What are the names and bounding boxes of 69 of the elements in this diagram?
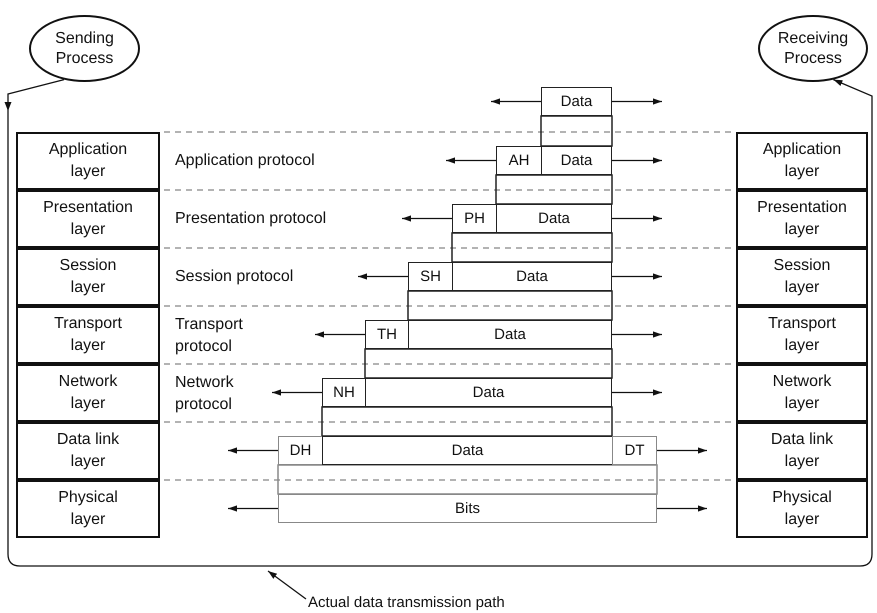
header-cell: AH (496, 146, 542, 175)
direction-arrow (228, 447, 278, 454)
transmission-path-arrow (4, 78, 873, 567)
node-text: Transport layer (767, 314, 837, 356)
node-text: Application layer (48, 140, 128, 182)
node-text: Data link layer (770, 430, 834, 472)
data-cell: Data (365, 378, 612, 407)
direction-arrow (228, 505, 278, 512)
header-cell: TH (365, 320, 409, 349)
direction-arrow (612, 331, 662, 338)
bits-cell: Bits (278, 494, 657, 523)
direction-arrow (612, 389, 662, 396)
direction-arrow (315, 331, 365, 338)
layer-box (736, 248, 868, 306)
direction-arrow (272, 389, 322, 396)
data-cell: Data (496, 204, 612, 233)
layer-box (736, 132, 868, 190)
layer-box (16, 190, 160, 248)
leader-arrow (268, 570, 306, 600)
layer-box (16, 132, 160, 190)
node-text: Data link layer (56, 430, 120, 472)
node-text: Physical layer (57, 488, 119, 530)
direction-arrow (358, 273, 408, 280)
layer-box (16, 364, 160, 422)
protocol-label: Session protocol (175, 267, 294, 287)
data-cell: Data (408, 320, 612, 349)
direction-arrow (612, 98, 662, 105)
node-text: Receiving Process (776, 28, 850, 68)
layer-box (16, 248, 160, 306)
node-text: Network layer (58, 372, 118, 414)
direction-arrow (446, 157, 496, 164)
caption-text: Actual data transmission path (308, 591, 558, 613)
layer-box (16, 422, 160, 480)
direction-arrow (657, 447, 707, 454)
node-text: Physical layer (771, 488, 833, 530)
layer-box (736, 364, 868, 422)
header-cell: NH (322, 378, 366, 407)
layer-box (16, 480, 160, 538)
trailer-cell: DT (612, 436, 657, 465)
layer-box (16, 306, 160, 364)
protocol-label: Presentation protocol (175, 209, 328, 229)
data-cell: Data (452, 262, 612, 291)
layer-box (736, 190, 868, 248)
node-text: Sending Process (54, 28, 115, 68)
layer-box (736, 306, 868, 364)
direction-arrow (491, 98, 541, 105)
direction-arrow (657, 505, 707, 512)
node-text: Session layer (772, 256, 832, 298)
data-cell: Data (541, 146, 612, 175)
layer-box (736, 422, 868, 480)
header-cell: SH (408, 262, 453, 291)
node-text: Network layer (772, 372, 832, 414)
protocol-label: Transport protocol (175, 315, 244, 357)
node-text: Presentation layer (42, 198, 134, 240)
direction-arrow (612, 157, 662, 164)
header-cell: DH (278, 436, 323, 465)
node-text: Presentation layer (756, 198, 848, 240)
protocol-label: Application protocol (175, 151, 316, 171)
layer-box (736, 480, 868, 538)
node-text: Application layer (762, 140, 842, 182)
direction-arrow (402, 215, 452, 222)
protocol-label: Network protocol (175, 373, 235, 415)
direction-arrow (612, 273, 662, 280)
direction-arrow (612, 215, 662, 222)
header-cell: PH (452, 204, 497, 233)
node-text: Transport layer (53, 314, 123, 356)
data-cell: Data (322, 436, 613, 465)
node-text: Session layer (58, 256, 118, 298)
data-cell: Data (541, 87, 612, 116)
